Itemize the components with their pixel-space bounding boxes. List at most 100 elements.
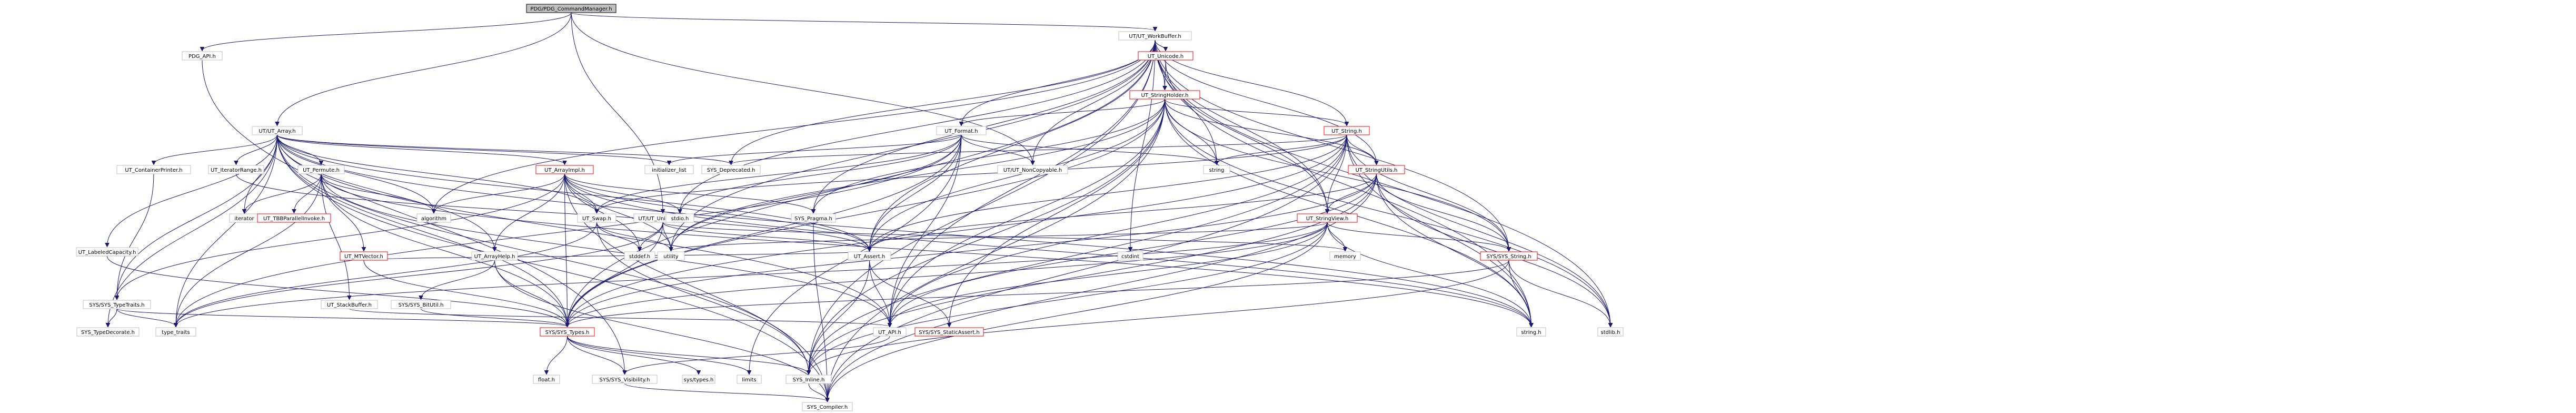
node-label-ut_tbbparallelinvoke: UT_TBBParallelInvoke.h	[263, 216, 325, 222]
node-box-ut_array	[252, 126, 303, 135]
edge-ut_workbuffer-to-ut_api	[890, 40, 1156, 327]
node-sys_typedecorate[interactable]: SYS_TypeDecorate.h	[76, 327, 140, 337]
edge-ut_workbuffer-to-ut_unicode	[1155, 40, 1166, 51]
node-label-ut_stringholder: UT_StringHolder.h	[1141, 93, 1189, 99]
node-float[interactable]: float.h	[533, 375, 560, 384]
node-ut_stackbuffer[interactable]: UT_StackBuffer.h	[321, 300, 378, 309]
edge-sys_types-to-limits	[567, 336, 750, 374]
edge-ut_stringview-to-string_h	[1327, 222, 1531, 327]
node-label-sys_deprecated: SYS_Deprecated.h	[707, 168, 755, 173]
node-limits[interactable]: limits	[737, 375, 762, 384]
node-sys_string[interactable]: SYS/SYS_String.h	[1480, 251, 1538, 261]
node-memory[interactable]: memory	[1329, 251, 1361, 261]
node-ut_format[interactable]: UT_Format.h	[936, 126, 987, 135]
node-label-ut_stringview: UT_StringView.h	[1306, 216, 1349, 222]
node-sys_inline[interactable]: SYS_Inline.h	[785, 375, 832, 384]
edge-ut_stringholder-to-sys_compiler	[828, 99, 1165, 401]
edge-ut_workbuffer-to-algorithm	[434, 40, 1156, 213]
node-sys_types[interactable]: SYS/SYS_Types.h	[540, 327, 595, 337]
edge-ut_stringholder-to-ut_format	[961, 99, 1165, 125]
node-iterator[interactable]: iterator	[229, 213, 260, 223]
node-ut_workbuffer[interactable]: UT/UT_WorkBuffer.h	[1118, 31, 1192, 41]
edge-ut_string-to-ut_stringview	[1327, 134, 1347, 213]
edge-ut_mtvector-to-sys_types	[363, 260, 568, 327]
node-pdg_api[interactable]: PDG_API.h	[182, 51, 223, 61]
node-ut_stringview[interactable]: UT_StringView.h	[1297, 213, 1358, 223]
node-ut_arrayhelp[interactable]: UT_ArrayHelp.h	[471, 251, 518, 261]
node-label-ut_labeledcapacity: UT_LabeledCapacity.h	[78, 250, 136, 255]
node-sys_bitutil[interactable]: SYS/SYS_BitUtil.h	[391, 300, 451, 309]
node-stddef[interactable]: stddef.h	[624, 251, 655, 261]
node-type_traits[interactable]: type_traits	[155, 327, 196, 337]
node-label-type_traits: type_traits	[162, 330, 190, 336]
node-initializer_list[interactable]: initializer_list	[644, 165, 694, 174]
edge-sys_string-to-sys_inline	[809, 260, 1509, 374]
edge-sys_typetraits-to-type_traits	[116, 308, 176, 327]
node-label-ut_unicode: UT_Unicode.h	[1148, 54, 1184, 60]
node-cstdint[interactable]: cstdint	[1117, 251, 1143, 261]
edge-ut_array-to-ut_arrayimpl	[277, 134, 565, 164]
node-ut_arrayimpl[interactable]: UT_ArrayImpl.h	[535, 165, 594, 174]
node-sys_typetraits[interactable]: SYS/SYS_TypeTraits.h	[83, 300, 151, 309]
edge-ut_arrayhelp-to-sys_bitutil	[421, 260, 495, 299]
node-sys_pragma[interactable]: SYS_Pragma.h	[791, 213, 836, 223]
edge-ut_assert-to-sys_inline	[809, 260, 870, 374]
node-string[interactable]: string	[1203, 165, 1230, 174]
edge-ut_array-to-ut_swap	[277, 134, 597, 213]
node-box-ut_noncopyable	[997, 165, 1068, 174]
edge-ut_array-to-type_traits	[176, 134, 277, 327]
node-ut_stringutils[interactable]: UT_StringUtils.h	[1348, 165, 1405, 174]
node-stdio[interactable]: stdio.h	[665, 213, 694, 223]
edge-ut_arrayimpl-to-algorithm	[434, 173, 565, 213]
edge-sys_types-to-float	[546, 336, 568, 374]
node-box-ut_tbbparallelinvoke	[257, 213, 331, 223]
edge-ut_arrayimpl-to-ut_swap	[564, 173, 597, 213]
node-ut_tbbparallelinvoke[interactable]: UT_TBBParallelInvoke.h	[257, 213, 331, 223]
node-pdg_cm[interactable]: PDG/PDG_CommandManager.h	[526, 4, 616, 13]
node-sys_compiler[interactable]: SYS_Compiler.h	[802, 402, 853, 411]
node-utility[interactable]: utility	[657, 251, 685, 261]
node-box-ut_mtvector	[340, 251, 388, 261]
node-label-algorithm: algorithm	[421, 216, 446, 222]
node-ut_iteratorrange[interactable]: UT_IteratorRange.h	[208, 165, 264, 174]
edge-ut_stackbuffer-to-ut_api	[349, 308, 890, 327]
node-label-ut_mtvector: UT_MTVector.h	[344, 254, 383, 260]
edge-ut_string-to-ut_api	[890, 134, 1347, 327]
node-box-float	[533, 375, 560, 384]
edge-ut_stringutils-to-sys_types	[568, 173, 1377, 327]
node-ut_noncopyable[interactable]: UT/UT_NonCopyable.h	[997, 165, 1068, 174]
edge-ut_string-to-ut_assert	[870, 134, 1347, 251]
edge-ut_format-to-ut_api	[890, 134, 962, 327]
edge-ut_iteratorrange-to-ut_assert	[236, 173, 870, 251]
node-ut_api[interactable]: UT_API.h	[873, 327, 907, 337]
node-sys_staticassert[interactable]: SYS/SYS_StaticAssert.h	[914, 327, 984, 337]
node-box-string	[1203, 165, 1230, 174]
edge-ut_array-to-ut_labeledcapacity	[107, 134, 277, 247]
node-ut_stringholder[interactable]: UT_StringHolder.h	[1129, 90, 1200, 100]
node-ut_unicode[interactable]: UT_Unicode.h	[1138, 51, 1193, 61]
node-label-ut_noncopyable: UT/UT_NonCopyable.h	[1003, 168, 1062, 173]
node-ut_array[interactable]: UT/UT_Array.h	[252, 126, 303, 135]
node-ut_assert[interactable]: UT_Assert.h	[848, 251, 891, 261]
node-ut_permute[interactable]: UT_Permute.h	[297, 165, 345, 174]
node-box-ut_permute	[297, 165, 345, 174]
node-ut_containerprinter[interactable]: UT_ContainerPrinter.h	[116, 165, 191, 174]
edge-ut_arrayimpl-to-string_h	[564, 173, 1531, 327]
node-ut_swap[interactable]: UT_Swap.h	[577, 213, 616, 223]
node-ut_labeledcapacity[interactable]: UT_LabeledCapacity.h	[76, 247, 138, 257]
node-sys_visibility[interactable]: SYS/SYS_Visibility.h	[592, 375, 658, 384]
node-ut_string[interactable]: UT_String.h	[1324, 126, 1370, 135]
edge-ut_stringutils-to-sys_string	[1376, 173, 1509, 251]
node-label-ut_containerprinter: UT_ContainerPrinter.h	[125, 168, 182, 173]
node-box-sys_string	[1480, 251, 1538, 261]
node-algorithm[interactable]: algorithm	[416, 213, 451, 223]
node-string_h[interactable]: string.h	[1516, 327, 1546, 337]
node-systypes[interactable]: sys/types.h	[682, 375, 715, 384]
node-stdlib[interactable]: stdlib.h	[1597, 327, 1624, 337]
edge-sys_string-to-sys_types	[568, 260, 1509, 327]
node-sys_deprecated[interactable]: SYS_Deprecated.h	[701, 165, 761, 174]
node-label-string: string	[1209, 168, 1225, 173]
node-label-sys_visibility: SYS/SYS_Visibility.h	[600, 377, 650, 383]
node-ut_mtvector[interactable]: UT_MTVector.h	[340, 251, 388, 261]
